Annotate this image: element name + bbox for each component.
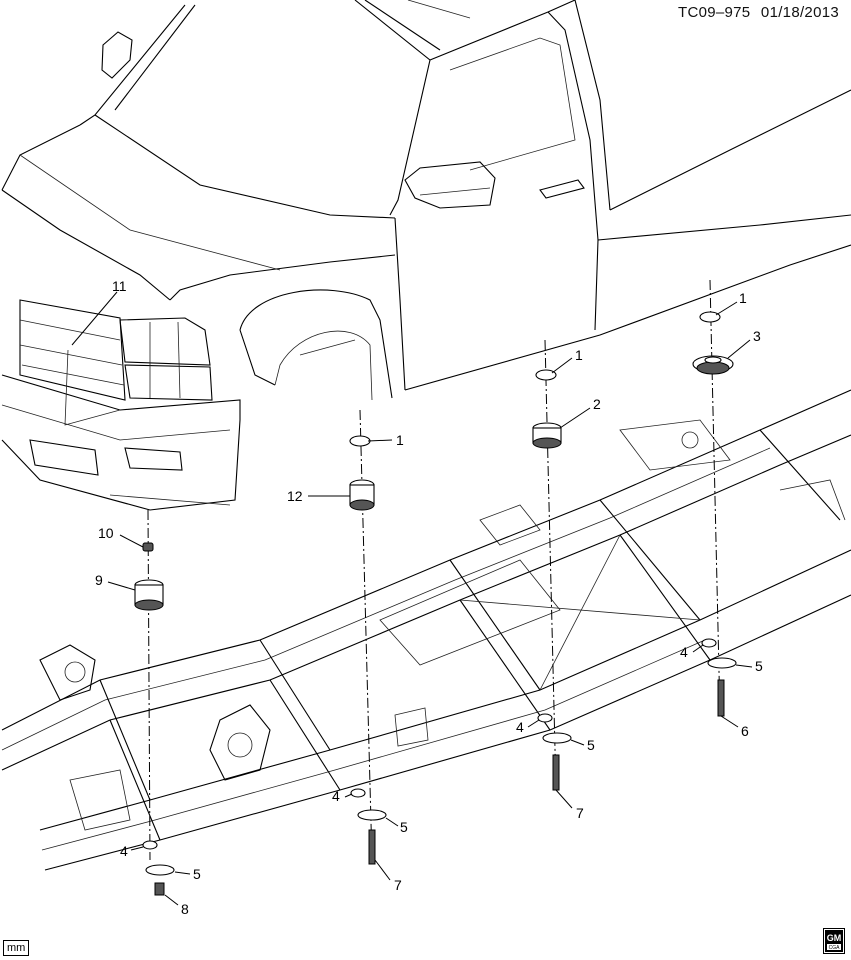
part-10-bolt-cap: [142, 542, 154, 552]
units-badge: mm: [3, 940, 30, 956]
callout-5: 5: [400, 819, 408, 835]
callout-11: 11: [112, 278, 127, 294]
mount-stack-3: [532, 339, 572, 791]
callout-5: 5: [755, 658, 763, 674]
callout-10: 10: [98, 525, 114, 541]
callout-7: 7: [394, 877, 402, 893]
part-5-washer: [357, 809, 387, 821]
part-5-washer: [145, 864, 175, 876]
callout-5: 5: [193, 866, 201, 882]
callout-4: 4: [332, 788, 340, 804]
part-7-bolt: [552, 754, 560, 791]
part-1-retainer: [349, 435, 371, 447]
part-4-nut: [701, 638, 717, 648]
part-4-nut: [142, 840, 158, 850]
callout-1: 1: [739, 290, 747, 306]
callout-9: 9: [95, 572, 103, 588]
part-6-bolt: [717, 679, 725, 717]
gm-logo-text: GM: [827, 933, 842, 943]
callout-7: 7: [576, 805, 584, 821]
mount-stack-rear: [692, 279, 737, 717]
mount-stack-front: [134, 509, 175, 896]
part-12-body-mount: [349, 479, 375, 511]
callout-12: 12: [287, 488, 303, 504]
leader-lines: [71, 291, 753, 906]
diagram-header: TC09–975 01/18/2013: [678, 4, 839, 21]
vehicle-frame-illustration: [1, 389, 851, 871]
part-4-nut: [350, 788, 366, 798]
callout-5: 5: [587, 737, 595, 753]
callout-4: 4: [120, 843, 128, 859]
part-1-retainer: [699, 311, 721, 323]
part-5-washer: [542, 732, 572, 744]
part-4-nut: [537, 713, 553, 723]
callout-3: 3: [753, 328, 761, 344]
callout-2: 2: [593, 396, 601, 412]
callout-8: 8: [181, 901, 189, 917]
mount-stack-2: [349, 409, 387, 865]
part-1-retainer: [535, 369, 557, 381]
callout-6: 6: [741, 723, 749, 739]
callout-1: 1: [575, 347, 583, 363]
part-2-body-mount: [532, 422, 562, 449]
gm-logo-icon: GM CGA: [823, 928, 845, 954]
gm-logo-subtext: CGA: [829, 945, 841, 951]
callout-4: 4: [680, 644, 688, 660]
part-5-washer: [707, 657, 737, 669]
callout-4: 4: [516, 719, 524, 735]
part-3-body-mount: [692, 355, 734, 375]
diagram-code: TC09–975: [678, 4, 751, 21]
part-9-body-mount: [134, 579, 164, 611]
truck-body-illustration: [1, 0, 851, 511]
part-7-bolt: [368, 829, 376, 865]
callout-1: 1: [396, 432, 404, 448]
part-8-bolt: [154, 882, 165, 896]
diagram-date: 01/18/2013: [760, 4, 839, 21]
callout-labels: 11 1 12 1 2 1 3 10 9 4 5 8 4 5 7 4 5 7 4…: [95, 278, 763, 917]
